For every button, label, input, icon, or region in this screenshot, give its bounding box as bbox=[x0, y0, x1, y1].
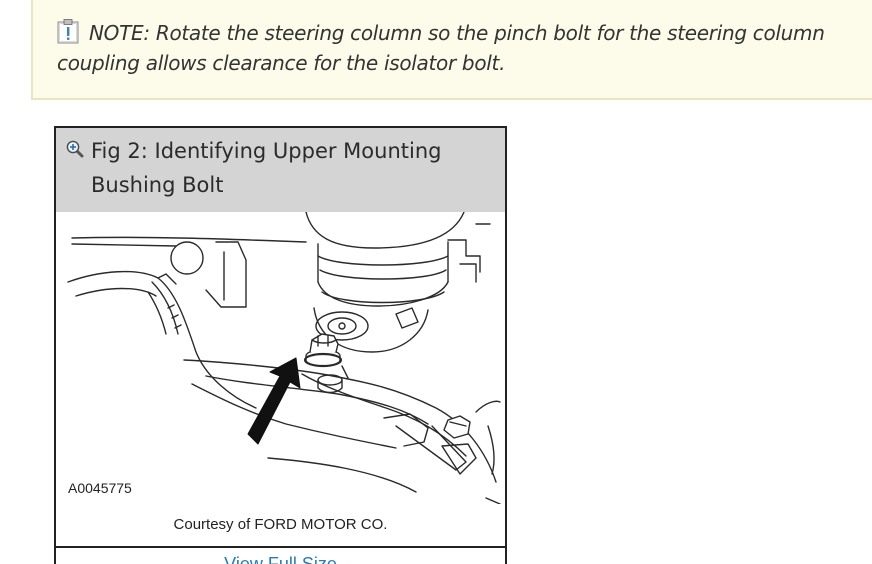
figure-panel: Fig 2: Identifying Upper Mounting Bushin… bbox=[54, 126, 507, 564]
steering-column-drawing bbox=[67, 212, 501, 504]
figure-caption: Courtesy of FORD MOTOR CO. bbox=[173, 516, 388, 533]
figure-illustration[interactable]: A0045775 bbox=[56, 212, 505, 504]
view-full-size-link[interactable]: View Full Size bbox=[224, 554, 337, 564]
zoom-in-icon[interactable] bbox=[66, 140, 84, 158]
note-text: NOTE: Rotate the steering column so the … bbox=[57, 21, 825, 75]
note-box: NOTE: Rotate the steering column so the … bbox=[31, 0, 872, 100]
figure-header: Fig 2: Identifying Upper Mounting Bushin… bbox=[56, 128, 505, 212]
figure-title: Fig 2: Identifying Upper Mounting Bushin… bbox=[91, 139, 442, 197]
figure-divider bbox=[56, 546, 505, 548]
figure-image-code: A0045775 bbox=[68, 480, 132, 496]
note-text-block: NOTE: Rotate the steering column so the … bbox=[57, 18, 867, 78]
note-clipboard-icon bbox=[57, 19, 79, 44]
